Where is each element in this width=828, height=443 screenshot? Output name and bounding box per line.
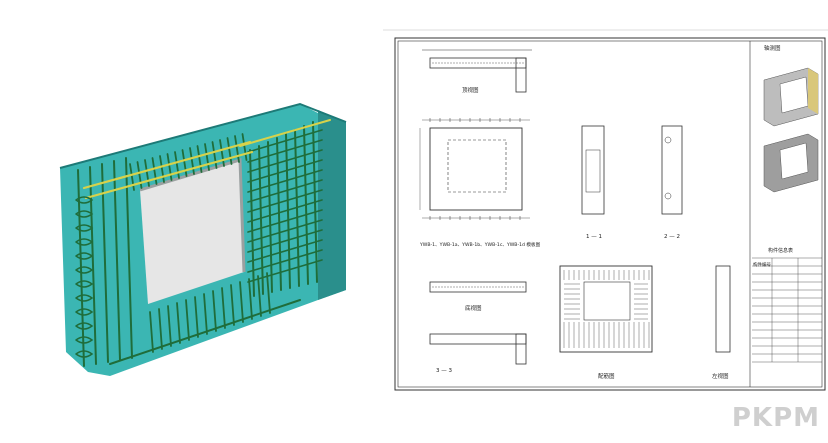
rebar-vertical [267,141,273,293]
rebar-stirrup [181,149,188,177]
rebar-vertical [101,163,109,363]
rebar-stirrup [196,145,203,173]
sheet-frame [394,37,826,391]
rebar-loop [75,322,94,330]
rebar-horizontal [247,149,323,173]
window-opening [140,160,244,304]
rebar-stirrup [158,308,163,350]
rebar-stirrup [189,147,195,175]
rebar-horizontal [247,179,323,203]
info-table-title: 构件信息表 [768,247,793,254]
rebar-stirrup [166,153,173,181]
pkpm-watermark: PKPM [731,403,820,433]
iso-label: 轴测图 [764,44,781,52]
rebar-horizontal [247,189,323,213]
section-1-1: 1 — 1 [581,125,605,240]
rebar-stirrup [239,281,244,323]
rebar-loop [75,308,94,316]
rebar-horizontal [247,209,323,233]
section-3-3-title: 3 — 3 [436,368,452,374]
bottom-view-title: 底视图 [465,304,482,312]
rebar-vertical [285,133,291,289]
section-1-1-title: 1 — 1 [586,234,602,240]
rebar-stirrup [149,311,154,353]
section-2-2-title: 2 — 2 [664,234,680,240]
rebar-stirrup [174,151,180,179]
rebar-loop [75,252,94,260]
drawing-sheet: 顶视图 YWB-1、YWB-1a、YWB-1b、YWB-1c、YWB-1d 模板… [383,29,828,391]
rebar-loop [75,350,94,358]
rebar-loop [75,336,94,344]
top-view-title: 顶视图 [462,86,479,94]
rebar-corner [239,119,331,147]
info-column: 轴测图 构件信息表 构件编号 [749,41,822,387]
elevation-title: YWB-1、YWB-1a、YWB-1b、YWB-1c、YWB-1d 模板图 [419,241,541,248]
wall-edge [59,102,347,169]
rebar-horizontal [247,139,323,163]
rebar-horizontal [247,129,323,153]
rebar-stirrup [234,135,240,163]
rebar-stirrup [230,284,235,326]
rebar-horizontal [247,259,323,283]
section-3-3: 3 — 3 [429,333,527,374]
rebar-stirrup [212,290,217,332]
rebar-loop [75,266,94,274]
top-view: 顶视图 [422,49,532,94]
rebar-horizontal [247,199,323,223]
rebar-horizontal [247,229,323,253]
rebar-horizontal [247,159,323,183]
rebar-stirrup [176,302,181,344]
rebar-stirrup [257,275,262,317]
side-view: 左视图 [712,265,731,380]
rebar-stirrup [211,141,218,169]
section-2-2: 2 — 2 [661,125,683,240]
rebar-beam-top [84,150,254,200]
rebar-drawing: 配筋图 [559,265,653,380]
rebar-horizontal [247,219,323,243]
rebar-loop [75,280,94,288]
rebar-loop [75,196,94,204]
rebar-loop [75,238,94,246]
rebar-beam-top [82,140,252,190]
rebar-stirrup [203,293,208,335]
rebar-horizontal [247,239,323,263]
rebar-stirrup [266,272,271,314]
rebar-loop [75,210,94,218]
main-elevation: YWB-1、YWB-1a、YWB-1b、YWB-1c、YWB-1d 模板图 [419,118,541,248]
info-table-head: 构件编号 [753,261,771,268]
wall-return [318,110,346,300]
rebar-vertical [113,160,121,361]
rebar-horizontal [247,169,323,193]
rebar-vertical [249,149,255,297]
side-view-title: 左视图 [712,372,729,380]
rebar-bars [75,119,331,367]
rebar-bottom [109,299,301,365]
rebar-stirrup [221,287,226,329]
rebar-stirrup [167,305,172,347]
rebar-stirrup [204,143,210,171]
rebar-vertical [258,145,264,295]
sheet-border-inner [397,40,823,388]
rebar-stirrup [248,278,253,320]
bottom-view: 底视图 [429,281,527,312]
rebar-stirrup [185,299,190,341]
rebar-cage-model [59,102,347,376]
rebar-loop [75,294,94,302]
rebar-stirrup [241,133,248,161]
rebar-loop [75,224,94,232]
rebar-stirrup [194,296,199,338]
rebar-horizontal [247,249,323,273]
rebar-drawing-title: 配筋图 [598,372,615,380]
rebar-stirrup [219,139,225,167]
rebar-stirrup [226,137,233,165]
rebar-vertical [125,157,133,359]
opening-shade [139,158,246,273]
